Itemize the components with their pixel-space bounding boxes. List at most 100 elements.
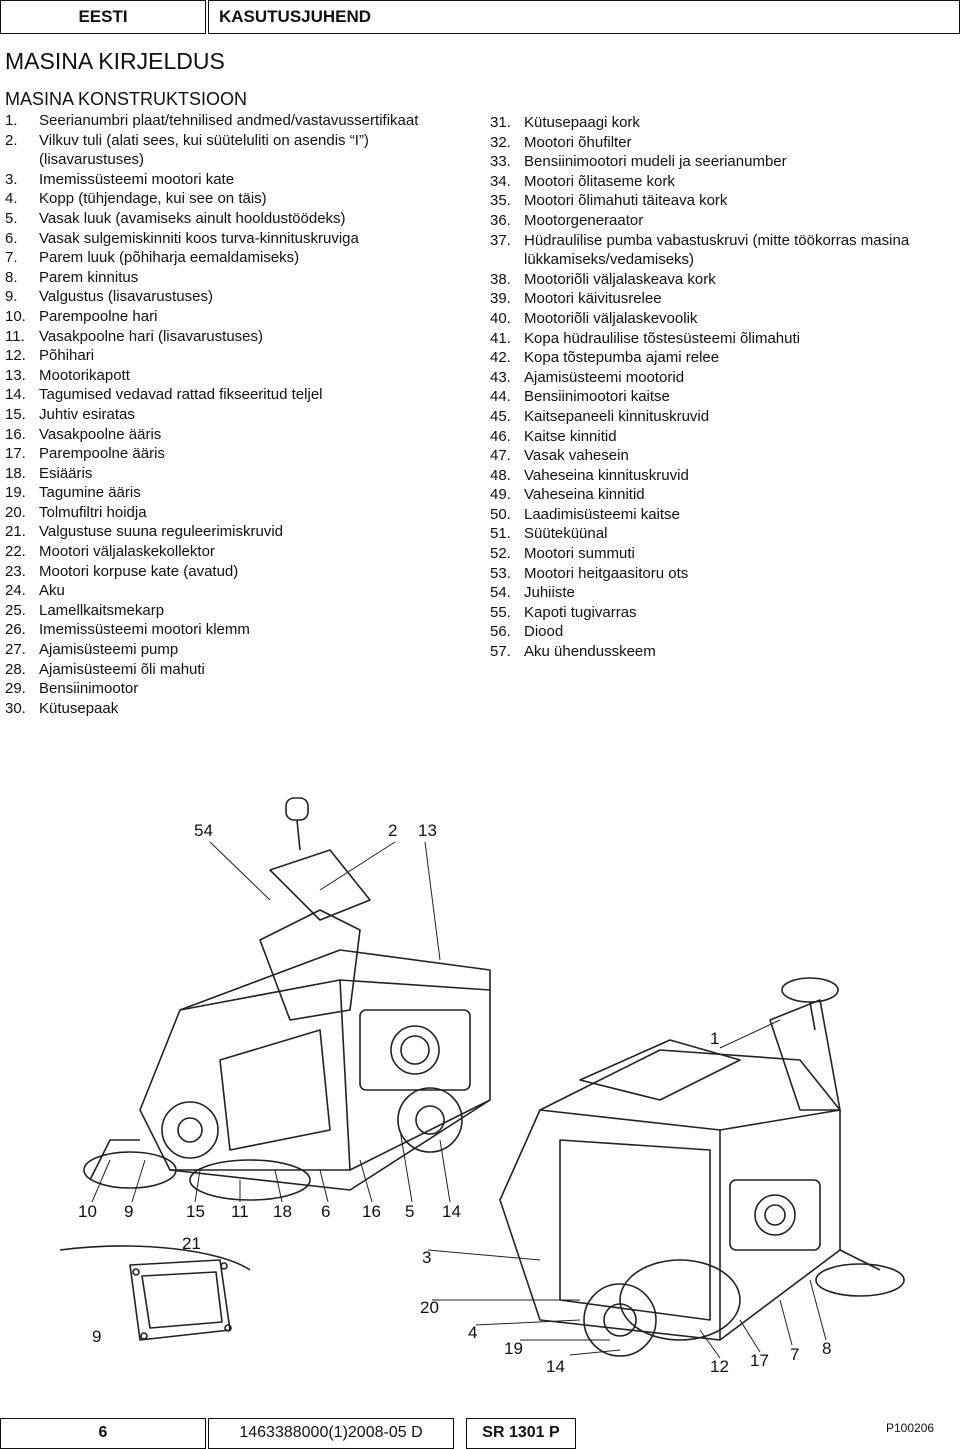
part-label: Juhtiv esiratas — [39, 405, 135, 423]
part-number: 39. — [490, 290, 511, 308]
part-label: Mootoriõli väljalaskevoolik — [524, 309, 698, 327]
part-label: Mootori heitgaasitoru ots — [524, 564, 689, 582]
part-item: 53. Mootori heitgaasitoru ots — [490, 564, 960, 584]
callout-18: 18 — [273, 1202, 292, 1221]
part-label: Põhihari — [39, 347, 95, 365]
part-label: Parempoolne hari — [39, 307, 158, 325]
part-label: Kütusepaagi kork — [524, 114, 640, 131]
part-number: 21. — [5, 523, 26, 541]
part-item: 19.Tagumine ääris — [5, 483, 475, 503]
part-item: 29.Bensiinimootor — [5, 679, 475, 699]
part-label: Tagumine ääris — [39, 484, 141, 502]
part-item: 9.Valgustus (lisavarustuses) — [5, 287, 475, 307]
part-item: 57.Aku ühendusskeem — [490, 642, 960, 662]
part-number: 48. — [490, 466, 511, 484]
part-item: 36.Mootorgeneraator — [490, 211, 960, 231]
subsection-title: MASINA KONSTRUKTSIOON — [5, 89, 248, 109]
part-number: 34. — [490, 172, 511, 190]
callout-10: 10 — [78, 1202, 97, 1221]
part-item: 23.Mootori korpuse kate (avatud) — [5, 562, 475, 582]
part-label: Seerianumbri plaat/tehnilised andmed/vas… — [39, 112, 419, 129]
part-item: 42. Kopa tõstepumba ajami relee — [490, 348, 960, 368]
header-language: EESTI — [0, 0, 206, 34]
part-label: Tolmufiltri hoidja — [39, 503, 147, 521]
part-item: 30.Kütusepaak — [5, 699, 475, 719]
part-number: 13. — [5, 366, 26, 384]
part-number: 49. — [490, 486, 511, 504]
part-number: 38. — [490, 270, 511, 288]
part-label: Mootori õlitaseme kork — [524, 172, 675, 190]
part-item: 22.Mootori väljalaskekollektor — [5, 542, 475, 562]
leader-lines — [91, 841, 827, 1359]
callout-54: 54 — [194, 821, 213, 840]
part-label: Bensiinimootori kaitse — [524, 388, 670, 406]
callout-2: 2 — [388, 821, 397, 840]
light-detail — [59, 1245, 251, 1341]
part-item: lükkamiseks/vedamiseks) — [490, 250, 960, 270]
part-number: 33. — [490, 153, 511, 171]
part-item: (lisavarustuses) — [5, 150, 475, 170]
part-number: 32. — [490, 133, 511, 151]
part-item: 40.Mootoriõli väljalaskevoolik — [490, 309, 960, 329]
figure-callouts: 54 2 13 1 10 9 15 11 18 6 16 5 14 21 3 2… — [78, 821, 831, 1376]
callout-14: 14 — [442, 1202, 461, 1221]
part-label: Kopp (tühjendage, kui see on täis) — [39, 190, 267, 208]
part-item: 51.Süüteküünal — [490, 524, 960, 544]
part-number: 27. — [5, 641, 26, 659]
part-item: 54.Juhiiste — [490, 583, 960, 603]
part-label: Imemissüsteemi mootori kate — [39, 170, 235, 188]
part-item: 3.Imemissüsteemi mootori kate — [5, 170, 475, 190]
part-number: 8. — [5, 268, 18, 286]
callout-21: 21 — [182, 1234, 201, 1253]
footer-model: SR 1301 P — [466, 1418, 576, 1449]
part-item: 26.Imemissüsteemi mootori klemm — [5, 620, 475, 640]
part-item: 16.Vasakpoolne ääris — [5, 425, 475, 445]
machine-figure: 54 2 13 1 10 9 15 11 18 6 16 5 14 21 3 2… — [59, 797, 905, 1376]
part-item: 11.Vasakpoolne hari (lisavarustuses) — [5, 327, 475, 347]
part-number: 55. — [490, 603, 511, 621]
part-label: Mootori käivitusrelee — [524, 290, 662, 308]
part-number: 42. — [490, 349, 511, 367]
callout-20: 20 — [420, 1298, 439, 1317]
footer-page-number: 6 — [0, 1418, 206, 1449]
part-item: 6.Vasak sulgemiskinniti koos turva-kinni… — [5, 229, 475, 249]
part-label: Kopa tõstepumba ajami relee — [524, 349, 720, 367]
callout-12: 12 — [710, 1357, 729, 1376]
part-item: 56.Diood — [490, 622, 960, 642]
part-number: 50. — [490, 505, 511, 523]
part-label: (lisavarustuses) — [39, 151, 145, 169]
part-item: 39. Mootori käivitusrelee — [490, 289, 960, 309]
part-item: 34. Mootori õlitaseme kork — [490, 172, 960, 192]
part-label: Mootorikapott — [39, 366, 130, 384]
part-number: 52. — [490, 545, 511, 563]
part-item: 48.Vaheseina kinnituskruvid — [490, 466, 960, 486]
part-number: 57. — [490, 643, 511, 661]
part-number: 10. — [5, 307, 26, 325]
part-item: 33. Bensiinimootori mudeli ja seerianumbe… — [490, 152, 960, 172]
part-item: 47.Vasak vahesein — [490, 446, 960, 466]
part-number: 20. — [5, 503, 26, 521]
part-number: 23. — [5, 562, 26, 580]
part-label: lükkamiseks/vedamiseks) — [524, 251, 695, 269]
part-item: 21.Valgustuse suuna reguleerimiskruvid — [5, 522, 475, 542]
part-label: Laadimisüsteemi kaitse — [524, 505, 680, 523]
callout-16: 16 — [362, 1202, 381, 1221]
part-label: Süüteküünal — [524, 525, 608, 543]
section-title: MASINA KIRJELDUS — [5, 48, 225, 74]
part-number: 18. — [5, 464, 26, 482]
part-number: 53. — [490, 564, 511, 582]
footer-doc-code: 1463388000(1)2008-05 D — [208, 1418, 454, 1449]
part-item: 5.Vasak luuk (avamiseks ainult hooldustö… — [5, 209, 475, 229]
part-number: 1. — [5, 112, 18, 129]
part-item: 41.Kopa hüdraulilise tõstesüsteemi õlima… — [490, 329, 960, 349]
callout-9b: 9 — [92, 1327, 101, 1346]
part-label: Kapoti tugivarras — [524, 603, 637, 621]
part-label: Aku — [39, 582, 65, 600]
part-item: 52.Mootori summuti — [490, 544, 960, 564]
machine-front-view — [83, 797, 491, 1201]
part-label: Mootori õlimahuti täiteava kork — [524, 192, 728, 210]
part-label: Bensiinimootori mudeli ja seerianumber — [524, 153, 787, 171]
part-number: 6. — [5, 229, 18, 247]
callout-8: 8 — [822, 1339, 831, 1358]
